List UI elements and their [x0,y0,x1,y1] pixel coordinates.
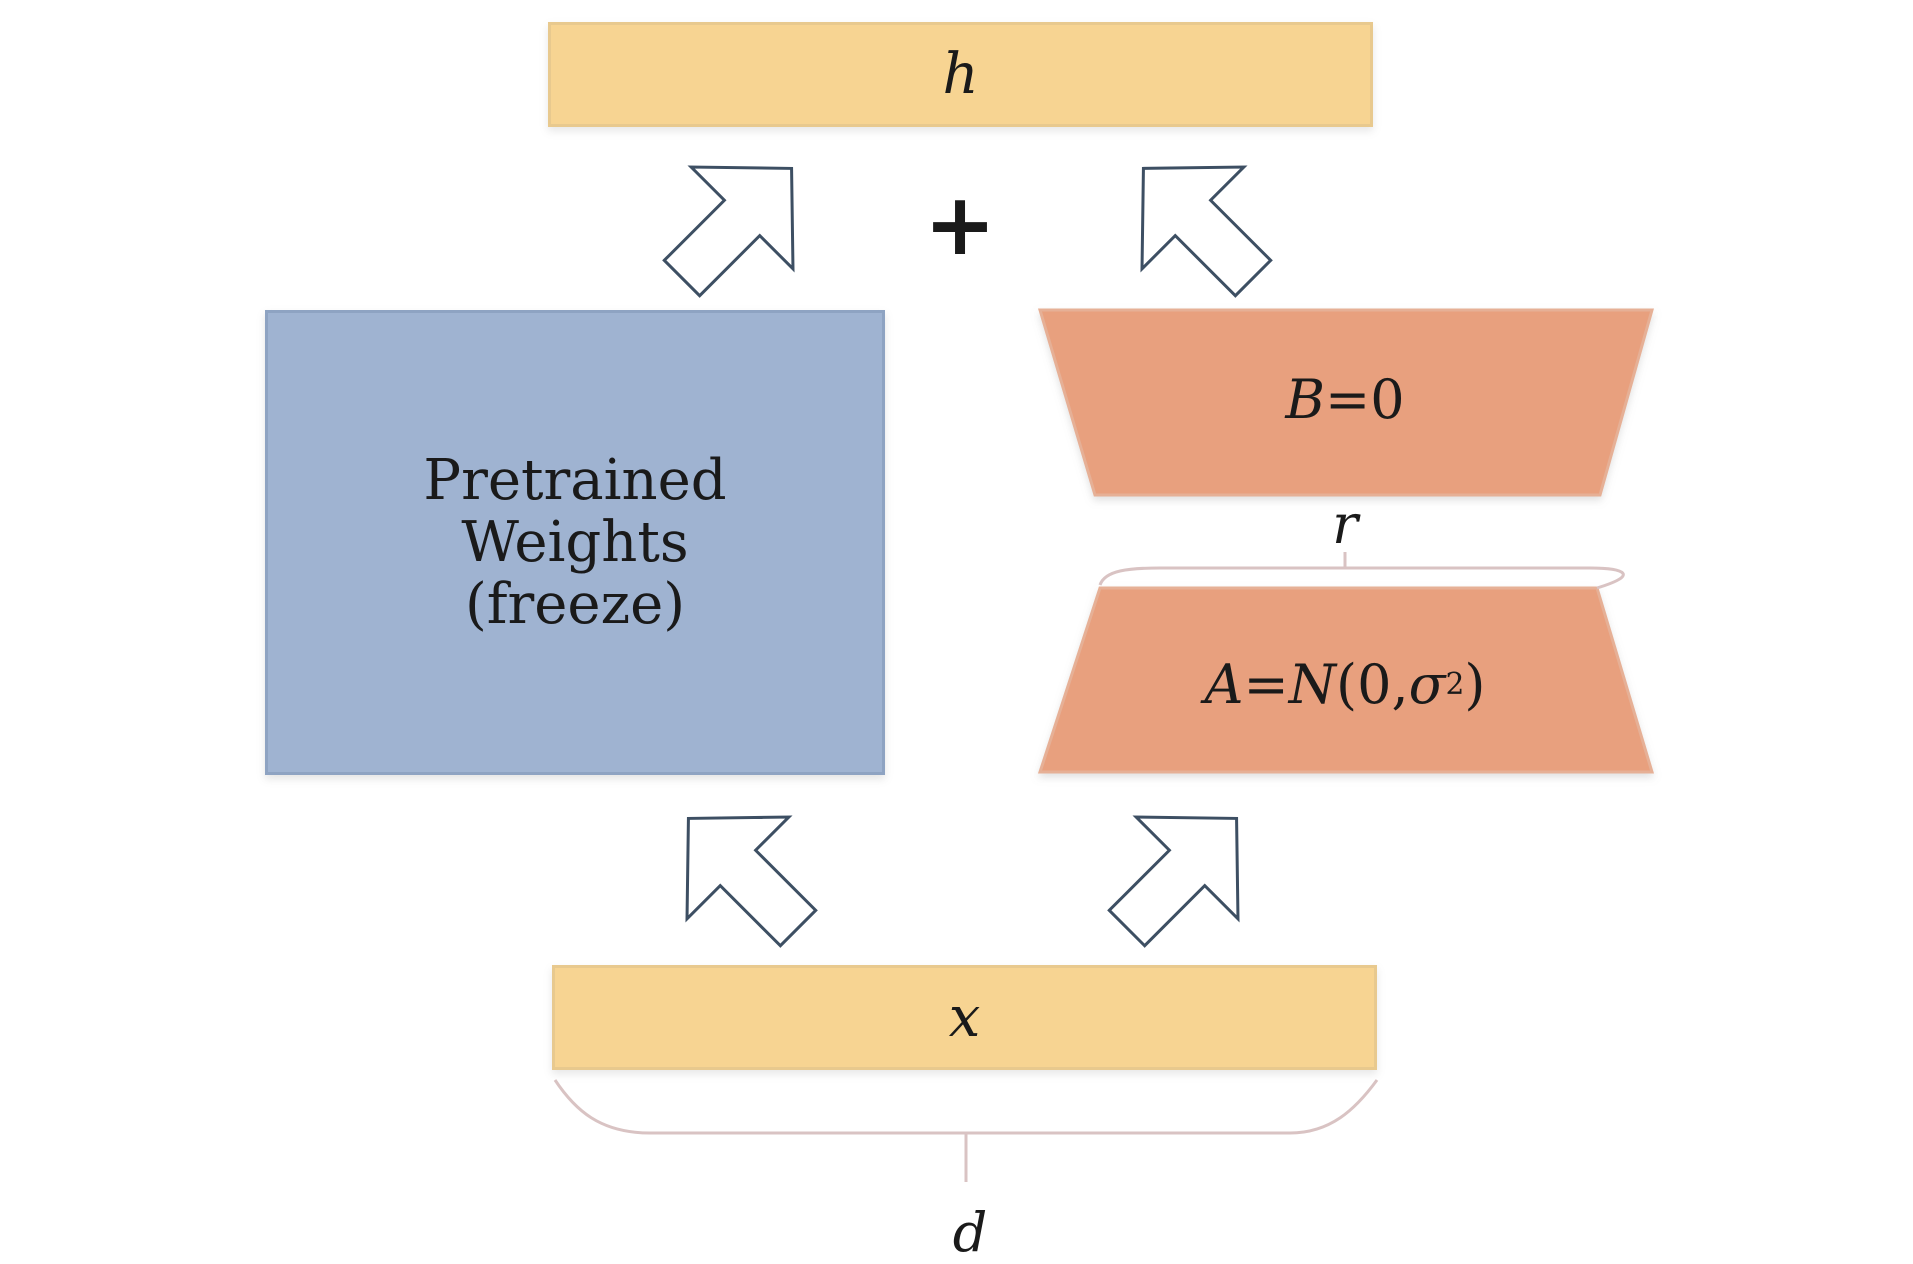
pretrained-weights-label: Pretrained Weights (freeze) [265,310,885,775]
output-h-bar [548,22,1373,127]
plus-sign: + [923,175,997,275]
pretrained-line-3: (freeze) [464,571,686,637]
matrix-a-shape [1037,586,1655,774]
pretrained-weights-box [265,310,885,775]
matrix-b-value: =0 [1325,368,1405,431]
output-h-label: h [942,41,979,107]
dimension-d-label: d [952,1200,988,1264]
arrow-b-to-h-icon [1140,165,1273,298]
arrow-weights-to-h-icon [662,165,795,298]
matrix-a-normal: N [1288,653,1337,716]
matrix-a-var: A [1204,653,1244,716]
pretrained-line-2: Weights [461,509,689,575]
arrow-x-to-weights-icon [685,815,818,948]
dimension-brace-icon [553,1079,1379,1182]
matrix-a-sup: 2 [1445,667,1465,703]
input-x-bar [552,965,1377,1070]
pretrained-line-1: Pretrained [423,447,727,513]
rank-r-label: r [1332,493,1358,556]
matrix-a-eq: = [1243,653,1289,716]
matrix-b-shape [1037,308,1654,497]
arrow-x-to-a-icon [1107,815,1240,948]
rank-brace-icon [1098,552,1625,590]
matrix-b-var: B [1285,368,1326,431]
matrix-a-sigma: σ [1408,653,1446,716]
matrix-a-open: (0, [1336,653,1409,716]
matrix-b-label: B=0 [1040,330,1650,470]
matrix-a-close: ) [1464,653,1486,716]
input-x-label: x [948,984,981,1050]
